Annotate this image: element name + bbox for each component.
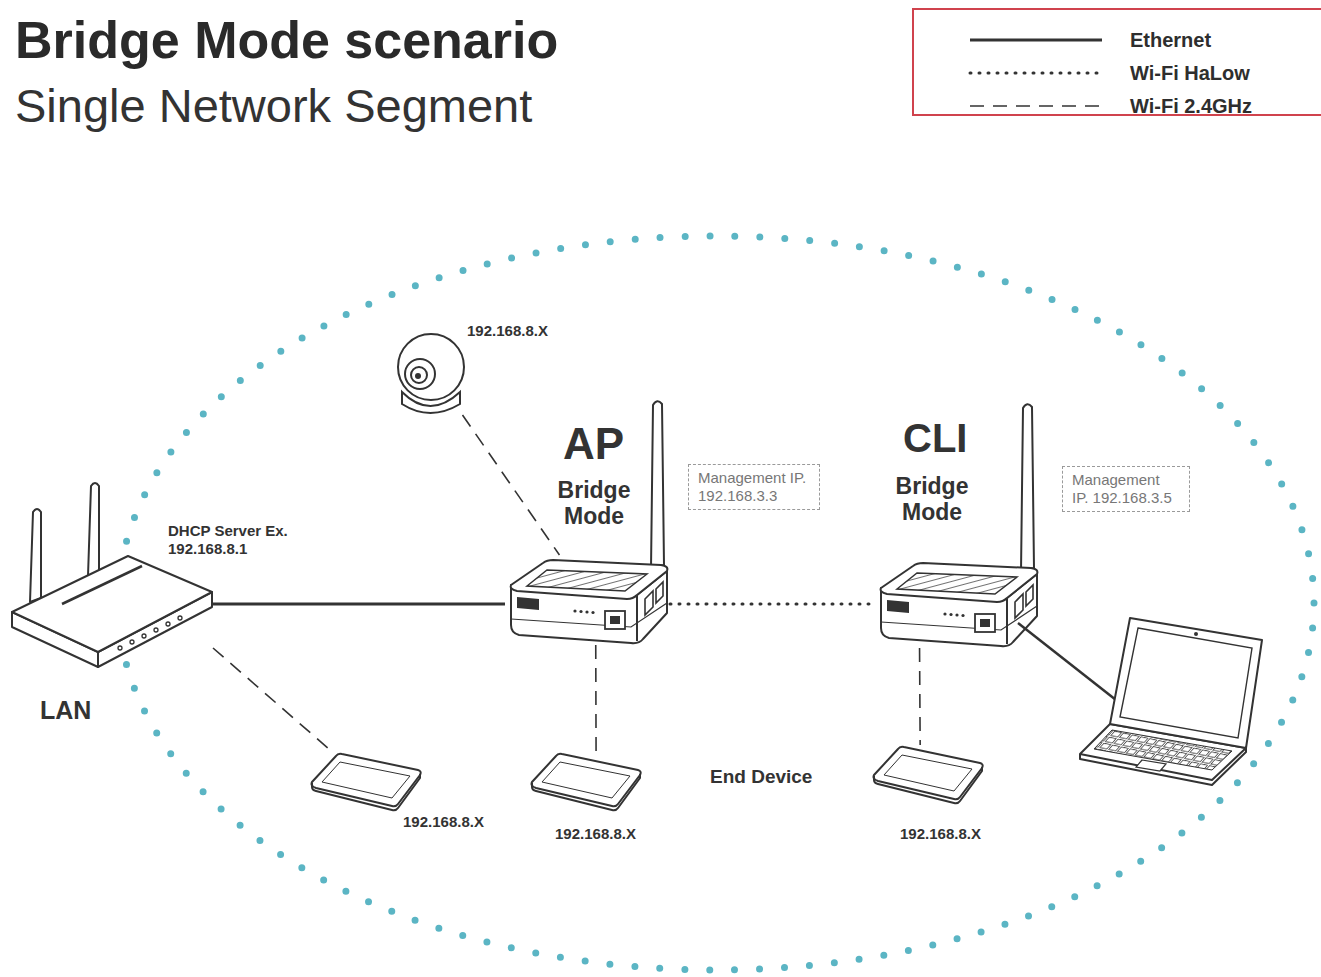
ethernet-link	[213, 602, 505, 605]
phone-icon	[874, 747, 983, 804]
wifi-link	[463, 415, 560, 555]
management-box: Management IP. 192.168.3.3	[688, 464, 820, 510]
router-icon	[12, 483, 212, 667]
legend-text: Wi-Fi 2.4GHz	[1130, 95, 1252, 118]
end-device-node: 192.168.8.X	[872, 745, 984, 805]
halow-link	[670, 602, 875, 605]
device-role: CLI	[903, 414, 967, 462]
end-device-node: 192.168.8.X	[530, 752, 642, 812]
legend-sample	[966, 101, 1106, 111]
subtitle: Single Network Segment	[15, 78, 532, 133]
ip-label: 192.168.8.X	[900, 825, 981, 843]
ethernet-wire	[1018, 623, 1116, 700]
device-role: AP	[563, 418, 624, 471]
end-device-node: 192.168.8.X	[310, 752, 422, 812]
network-segment	[118, 236, 1314, 970]
management-ip: Management IP. 192.168.3.5	[1072, 471, 1180, 507]
phone-icon	[532, 754, 641, 811]
legend-box: EthernetWi-Fi HaLowWi-Fi 2.4GHz	[912, 8, 1321, 116]
mode-label: Bridge Mode	[882, 473, 982, 526]
management-box: Management IP. 192.168.3.5	[1062, 466, 1190, 512]
router-node: DHCP Server Ex. 192.168.8.1LAN	[8, 478, 213, 648]
camera-node: 192.168.8.X	[395, 335, 470, 415]
wifi-link	[919, 648, 921, 745]
legend-row: Wi-Fi 2.4GHz	[966, 91, 1252, 121]
ip-label: 192.168.8.X	[403, 813, 484, 831]
server-label: DHCP Server Ex. 192.168.8.1	[168, 522, 303, 558]
cli-node: CLIBridge Mode	[875, 558, 1040, 648]
management-ip: Management IP. 192.168.3.3	[698, 469, 810, 505]
phone-icon	[312, 754, 421, 811]
ip-label: 192.168.8.X	[467, 322, 548, 340]
camera-icon	[398, 334, 464, 413]
ap-device	[511, 401, 668, 643]
legend-sample	[966, 68, 1106, 78]
legend-text: Wi-Fi HaLow	[1130, 62, 1250, 85]
laptop-icon	[1080, 618, 1262, 785]
group-label: End Device	[710, 766, 812, 788]
lan-label: LAN	[40, 695, 91, 725]
cli-device	[881, 404, 1038, 646]
wifi-link	[213, 648, 332, 752]
legend-row: Ethernet	[966, 25, 1211, 55]
legend-sample	[966, 35, 1106, 45]
legend-text: Ethernet	[1130, 29, 1211, 52]
wifi-link	[595, 645, 597, 752]
mode-label: Bridge Mode	[544, 477, 644, 530]
legend-row: Wi-Fi HaLow	[966, 58, 1250, 88]
diagram-title: Bridge Mode scenario	[15, 10, 558, 70]
ip-label: 192.168.8.X	[555, 825, 636, 843]
ap-node: APBridge Mode	[505, 555, 670, 645]
